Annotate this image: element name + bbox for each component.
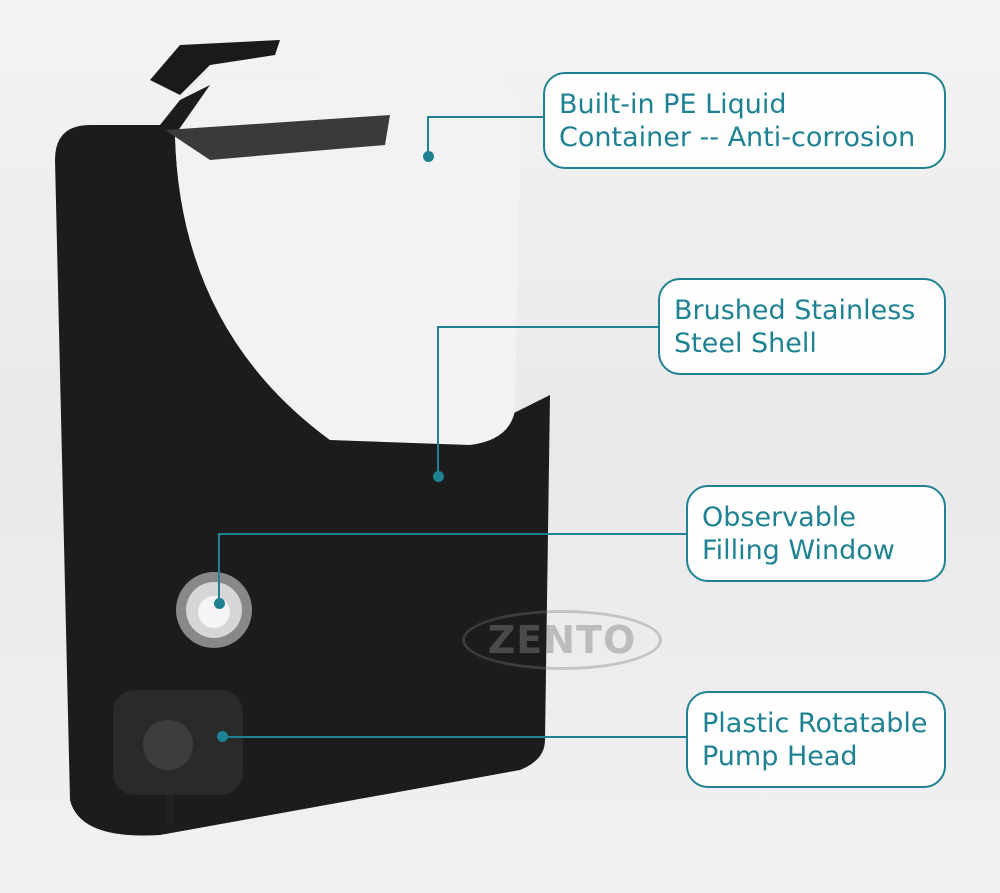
connector-line xyxy=(222,736,687,738)
connector-line xyxy=(218,533,220,603)
callout-steel-shell: Brushed Stainless Steel Shell xyxy=(658,278,946,375)
connector-line xyxy=(427,116,544,118)
callout-filling-window: Observable Filling Window xyxy=(686,485,946,582)
connector-dot xyxy=(433,471,444,482)
connector-line xyxy=(427,116,429,156)
connector-dot xyxy=(214,598,225,609)
connector-line xyxy=(437,326,439,476)
connector-dot xyxy=(423,151,434,162)
zento-watermark-logo: ZENTO xyxy=(462,610,662,670)
connector-dot xyxy=(217,731,228,742)
connector-line xyxy=(218,533,687,535)
connector-line xyxy=(437,326,659,328)
callout-pump-head: Plastic Rotatable Pump Head xyxy=(686,691,946,788)
callout-pe-container: Built-in PE Liquid Container -- Anti-cor… xyxy=(543,72,946,169)
